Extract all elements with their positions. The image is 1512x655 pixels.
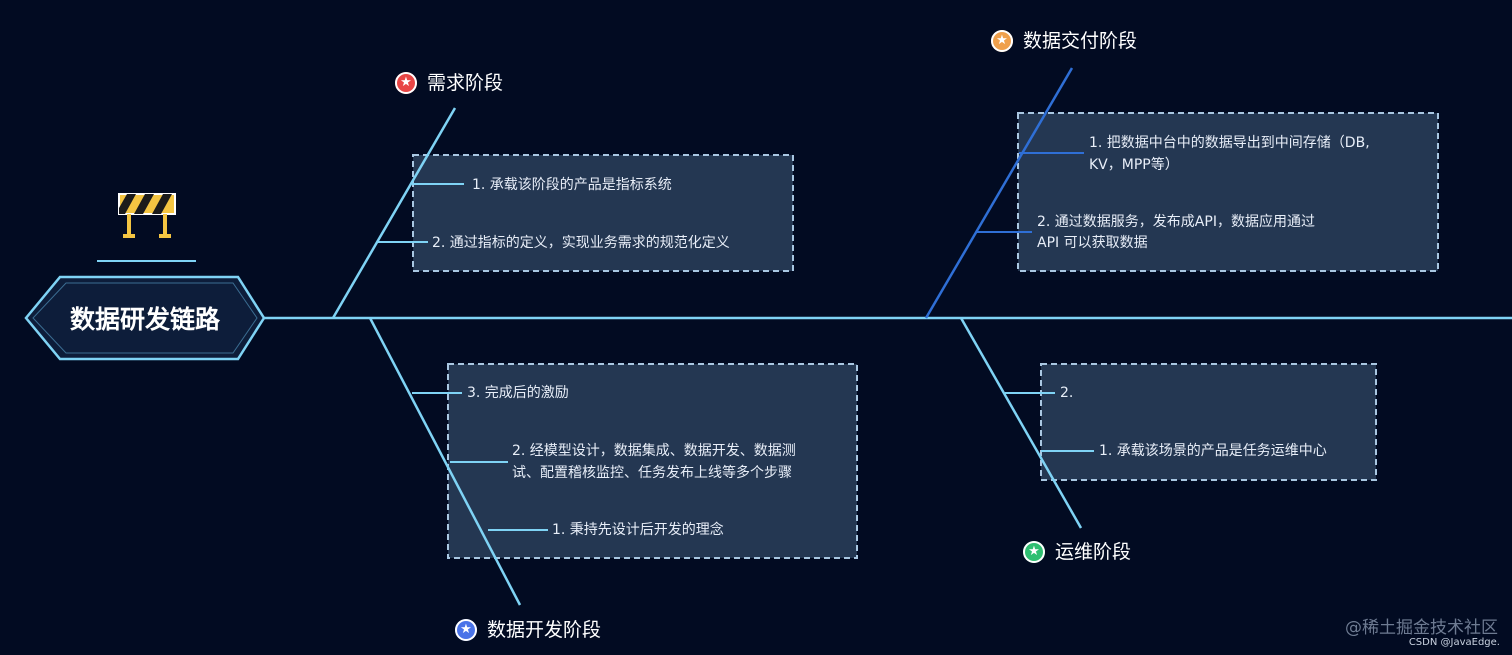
requirement-branch bbox=[331, 107, 457, 319]
root-hexagon bbox=[24, 275, 266, 361]
star-icon: ★ bbox=[1023, 541, 1045, 563]
operation-item-2: 2. bbox=[1060, 385, 1074, 401]
root-title: 数据研发链路 bbox=[69, 305, 220, 334]
stage-delivery-title: ★ 数据交付阶段 bbox=[991, 29, 1137, 53]
operation-item-1: 1. 承载该场景的产品是任务运维中心 bbox=[1099, 443, 1327, 459]
stage-requirement-label: 需求阶段 bbox=[427, 72, 504, 94]
watermark: @稀土掘金技术社区 bbox=[1345, 618, 1498, 638]
stage-development-title: ★ 数据开发阶段 bbox=[455, 618, 601, 642]
development-box bbox=[447, 363, 858, 559]
requirement-item-1: 1. 承载该阶段的产品是指标系统 bbox=[472, 177, 672, 193]
operation-box bbox=[1040, 363, 1377, 481]
stage-requirement-title: ★ 需求阶段 bbox=[395, 71, 503, 95]
star-icon: ★ bbox=[991, 30, 1013, 52]
stage-operation-title: ★ 运维阶段 bbox=[1023, 540, 1131, 564]
stage-development-label: 数据开发阶段 bbox=[487, 619, 602, 641]
star-icon: ★ bbox=[395, 72, 417, 94]
delivery-item-2-line-1: 2. 通过数据服务，发布成API，数据应用通过 bbox=[1037, 214, 1315, 230]
requirement-box bbox=[412, 154, 794, 272]
requirement-item-2: 2. 通过指标的定义，实现业务需求的规范化定义 bbox=[432, 235, 730, 251]
stage-delivery-label: 数据交付阶段 bbox=[1023, 30, 1138, 52]
development-item-3: 3. 完成后的激励 bbox=[467, 385, 569, 401]
delivery-item-1-line-2: KV，MPP等） bbox=[1089, 157, 1179, 173]
development-branch bbox=[368, 317, 522, 606]
roadblock-barrier-icon bbox=[118, 193, 176, 238]
star-icon: ★ bbox=[455, 619, 477, 641]
development-item-1: 1. 秉持先设计后开发的理念 bbox=[552, 522, 724, 538]
stage-operation-label: 运维阶段 bbox=[1055, 541, 1132, 563]
root-hexagon-inner bbox=[32, 282, 258, 354]
development-item-2-line-2: 试、配置稽核监控、任务发布上线等多个步骤 bbox=[512, 465, 792, 481]
delivery-item-2-line-2: API 可以获取数据 bbox=[1037, 235, 1148, 251]
delivery-item-1-line-1: 1. 把数据中台中的数据导出到中间存储（DB, bbox=[1089, 135, 1370, 151]
credit: CSDN @JavaEdge. bbox=[1408, 637, 1500, 648]
delivery-box bbox=[1017, 112, 1439, 272]
delivery-branch bbox=[924, 67, 1074, 319]
operation-branch bbox=[959, 317, 1083, 529]
development-item-2-line-1: 2. 经模型设计，数据集成、数据开发、数据测 bbox=[512, 443, 796, 459]
